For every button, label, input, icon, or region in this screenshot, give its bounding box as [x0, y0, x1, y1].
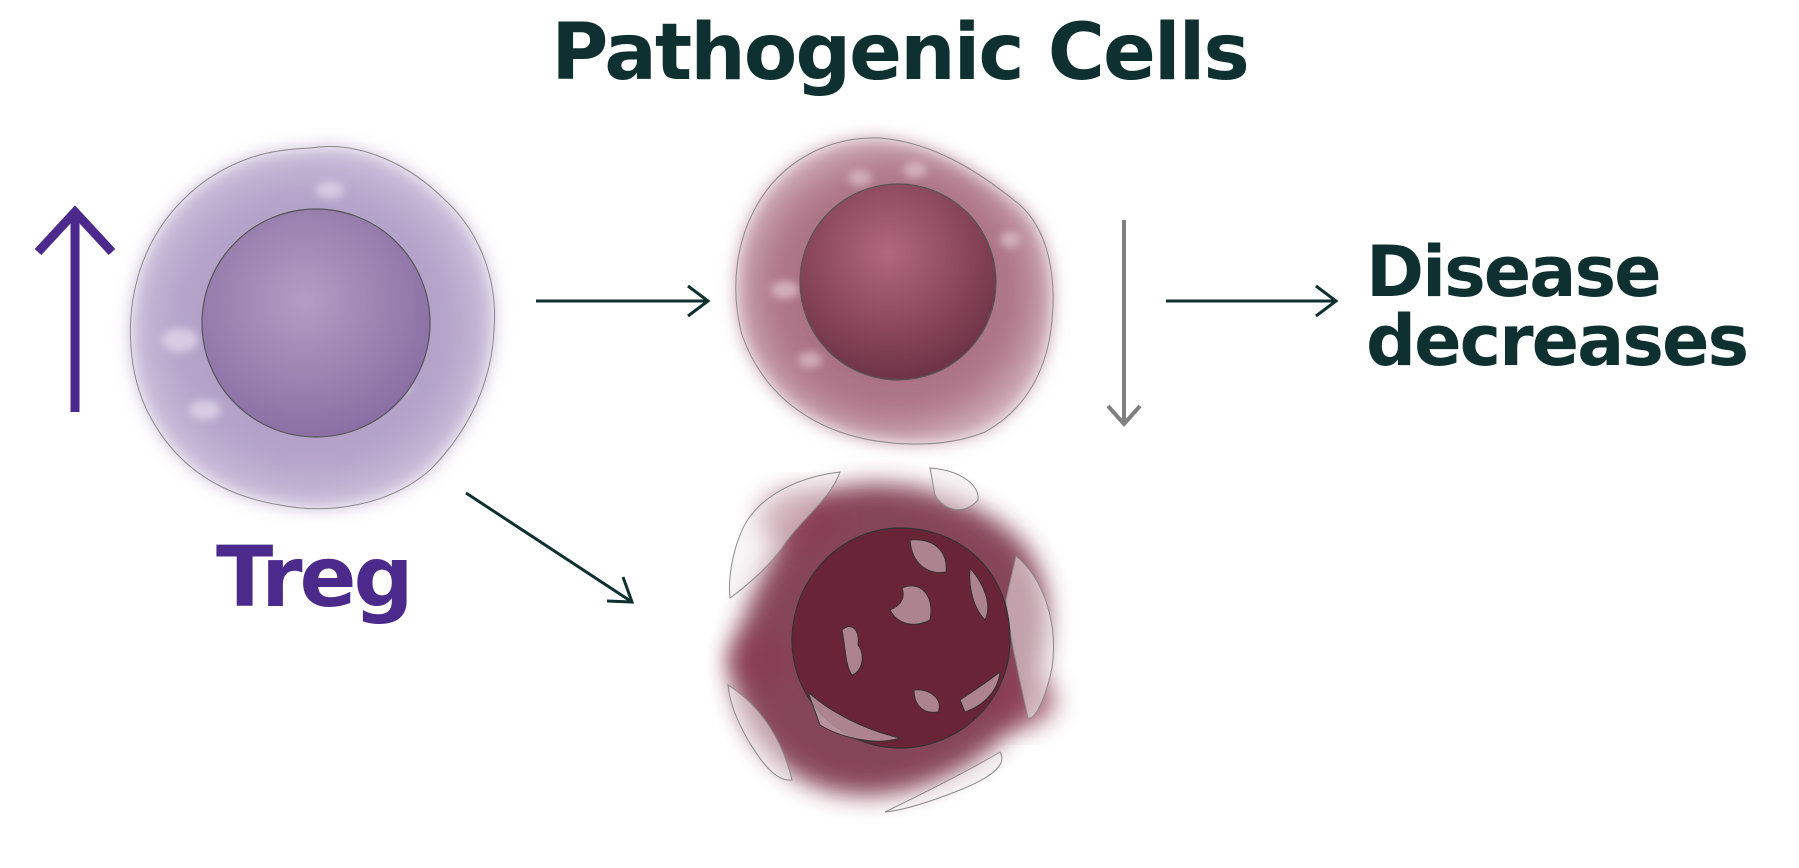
- up-arrow-icon: [34, 205, 116, 412]
- outcome-arrow: [1166, 284, 1339, 318]
- pathogenic-cell: [735, 137, 1054, 445]
- dying-cell: [727, 467, 1056, 813]
- killing-arrow: [465, 491, 635, 604]
- outcome-label: Disease decreases: [1366, 231, 1749, 382]
- outcome-line-1: Disease: [1366, 231, 1662, 313]
- treg-label: Treg: [216, 528, 414, 626]
- treg-cell: [129, 146, 496, 510]
- diagram-title: Pathogenic Cells: [551, 8, 1250, 98]
- suppression-arrow: [536, 284, 711, 318]
- down-arrow-icon: [1106, 220, 1142, 428]
- outcome-line-2: decreases: [1366, 299, 1749, 382]
